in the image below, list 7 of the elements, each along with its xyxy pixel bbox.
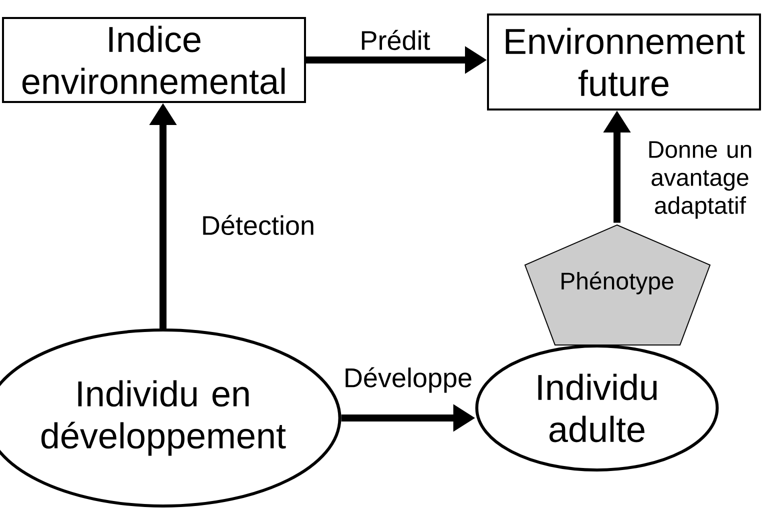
edge-label: Développe	[346, 367, 472, 393]
ellipse-node: Individu adulte	[475, 344, 719, 472]
edge-label: Prédit	[362, 30, 430, 50]
edge-label: Détection	[203, 214, 314, 236]
edge-label: Donne un avantage adaptatif	[649, 141, 752, 219]
process-box: Environnement future	[487, 13, 761, 110]
process-box: Indice environnemental	[2, 17, 306, 103]
